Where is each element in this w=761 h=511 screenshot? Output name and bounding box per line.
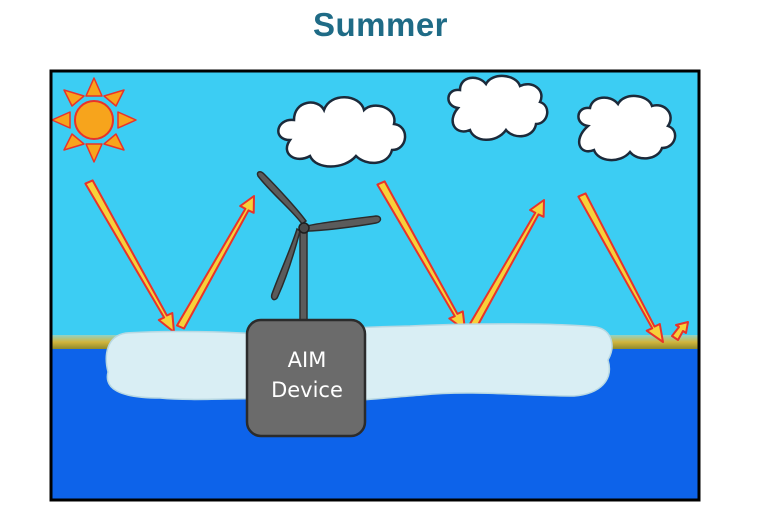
radiation-arrow-icon [376, 180, 466, 331]
aim-device [245, 318, 367, 438]
diagram-title: Summer [312, 6, 449, 43]
radiation-arrow-icon [671, 321, 689, 341]
diagram-frame [49, 69, 701, 502]
wind-turbine-icon [256, 171, 382, 327]
device-label-line2: Device [271, 378, 343, 402]
aim-device-label: AIM Device [250, 345, 364, 405]
device-label-line1: AIM [287, 348, 327, 372]
radiation-arrow-icon [577, 192, 664, 343]
turbine-blade [306, 215, 382, 232]
turbine-hub [298, 222, 310, 234]
turbine-blade [270, 227, 301, 301]
cloud-icon [577, 94, 677, 162]
turbine-tower [299, 230, 308, 327]
radiation-arrow-icon [468, 199, 545, 330]
sun-icon [51, 77, 137, 163]
radiation-arrows [84, 179, 689, 343]
turbine-blade [256, 171, 308, 226]
radiation-arrow-icon [176, 195, 255, 330]
cloud-icon [277, 96, 407, 168]
radiation-arrow-icon [84, 179, 175, 333]
cloud-icon [447, 74, 549, 141]
